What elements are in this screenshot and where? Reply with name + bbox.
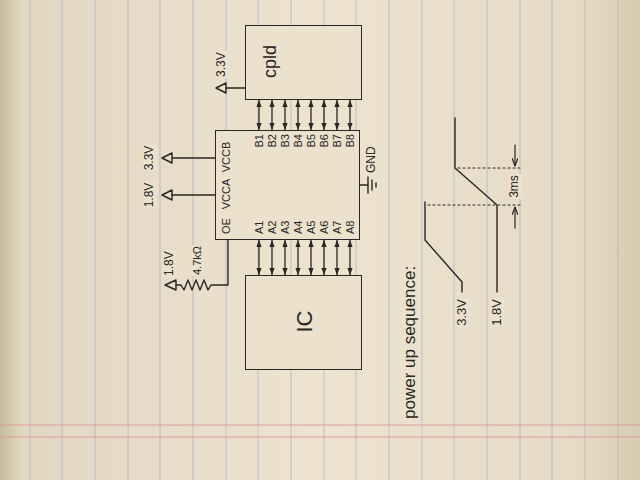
power-trace bbox=[455, 118, 497, 292]
ic-box: IC bbox=[245, 275, 362, 370]
signal-line bbox=[336, 100, 337, 130]
pin-name: VCCA bbox=[220, 178, 233, 211]
chip-name: IC bbox=[292, 310, 317, 334]
chip-name: cpld bbox=[260, 44, 281, 79]
timing-label: 3ms bbox=[508, 174, 522, 199]
trace-label: 3.3V bbox=[455, 298, 470, 327]
pin-name: B1 bbox=[253, 133, 266, 148]
signal-line bbox=[258, 240, 259, 275]
ground-label: GND bbox=[365, 145, 379, 174]
supply-voltage: 1.8V bbox=[143, 182, 157, 209]
timing-marker bbox=[428, 204, 522, 205]
pin-name: B3 bbox=[279, 133, 292, 148]
signal-line bbox=[271, 240, 272, 275]
supply-wire bbox=[226, 87, 245, 88]
pin-name: B4 bbox=[292, 133, 305, 148]
signal-line bbox=[297, 240, 298, 275]
supply-arrow bbox=[162, 153, 172, 163]
supply-wire bbox=[172, 157, 215, 158]
pin-name: B8 bbox=[344, 133, 357, 148]
timing-marker bbox=[458, 167, 522, 168]
signal-line bbox=[271, 100, 272, 130]
pin-name: A6 bbox=[318, 220, 331, 235]
signal-line bbox=[310, 100, 311, 130]
signal-line bbox=[284, 240, 285, 275]
signal-line bbox=[310, 240, 311, 275]
signal-line bbox=[336, 240, 337, 275]
pin-name: VCCB bbox=[220, 141, 233, 174]
section-heading: power up sequence: bbox=[400, 265, 420, 420]
dimension-arrow bbox=[514, 207, 515, 228]
signal-line bbox=[349, 100, 350, 130]
signal-line bbox=[323, 100, 324, 130]
dimension-arrow bbox=[514, 145, 515, 166]
power-trace bbox=[425, 202, 462, 292]
margin-lines bbox=[0, 425, 640, 437]
supply-wire bbox=[172, 194, 215, 195]
supply-voltage: 3.3V bbox=[143, 145, 157, 172]
supply-arrow bbox=[165, 280, 176, 290]
ruled-lines bbox=[30, 0, 618, 480]
pin-name: B5 bbox=[305, 133, 318, 148]
pin-name: B7 bbox=[331, 133, 344, 148]
supply-arrow bbox=[162, 190, 172, 200]
supply-voltage: 3.3V bbox=[215, 51, 229, 78]
trace-label: 1.8V bbox=[490, 298, 505, 327]
signal-line bbox=[323, 240, 324, 275]
pin-name: A3 bbox=[279, 220, 292, 235]
pin-name: B2 bbox=[266, 133, 279, 148]
pin-name: A2 bbox=[266, 220, 279, 235]
pin-name: OE bbox=[220, 217, 233, 235]
pin-name: A4 bbox=[292, 220, 305, 235]
resistor-value: 4.7kΩ bbox=[191, 245, 204, 276]
supply-arrow bbox=[216, 83, 226, 93]
pin-name: A5 bbox=[305, 220, 318, 235]
pin-name: B6 bbox=[318, 133, 331, 148]
pin-name: A1 bbox=[253, 220, 266, 235]
signal-line bbox=[258, 100, 259, 130]
signal-line bbox=[297, 100, 298, 130]
resistor-symbol bbox=[176, 240, 228, 290]
level-translator-box: OE VCCA VCCB A1A2A3A4A5A6A7A8 B1B2B3B4B5B6B7… bbox=[215, 130, 360, 240]
signal-line bbox=[284, 100, 285, 130]
cpld-box: cpld bbox=[245, 25, 362, 100]
signal-line bbox=[349, 240, 350, 275]
ground-symbol bbox=[360, 177, 376, 193]
pullup-voltage: 1.8V bbox=[163, 250, 177, 277]
pin-name: A8 bbox=[344, 220, 357, 235]
pin-name: A7 bbox=[331, 220, 344, 235]
